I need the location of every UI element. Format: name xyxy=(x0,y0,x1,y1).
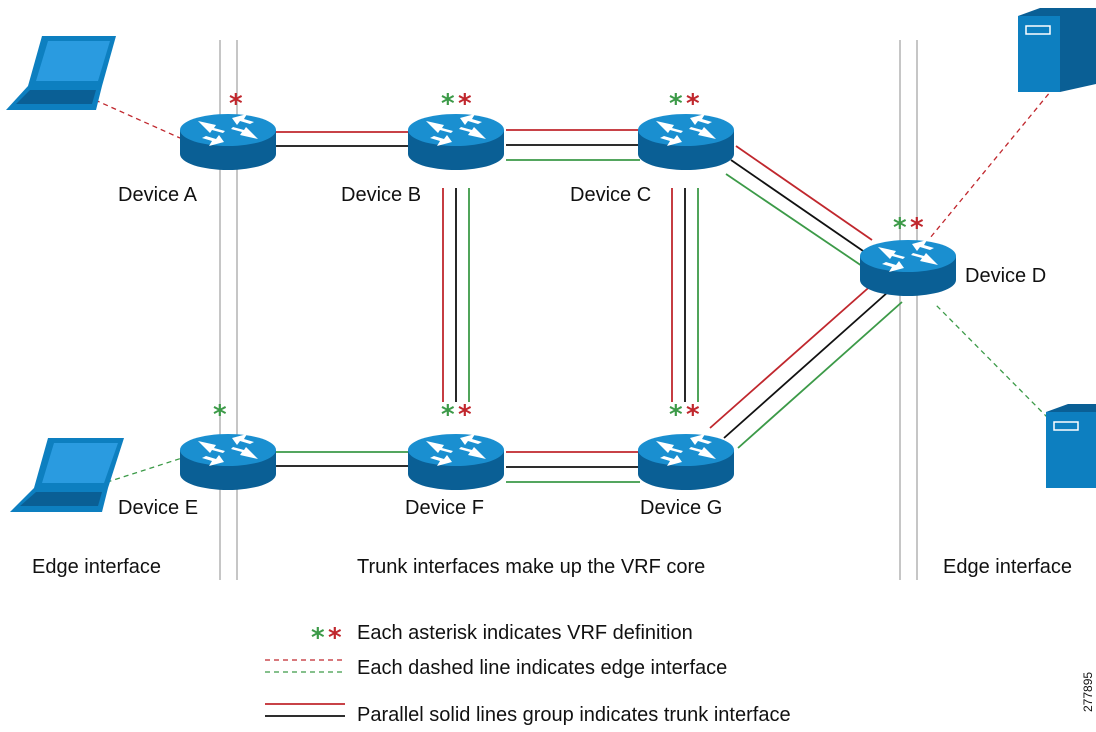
edge-link-server-bottom-d xyxy=(934,303,1049,419)
legend-asterisk-red: * xyxy=(328,623,342,653)
asterisk-green-b: * xyxy=(441,89,455,119)
device-label-a: Device A xyxy=(118,184,198,206)
asterisk-green-d: * xyxy=(893,213,907,243)
routers xyxy=(180,114,956,490)
router-icon-d xyxy=(860,240,956,296)
device-label-d: Device D xyxy=(965,265,1046,287)
region-labels: Edge interface Trunk interfaces make up … xyxy=(32,556,1072,578)
device-label-g: Device G xyxy=(640,497,722,519)
vrf-asterisks: * * * * * * * * * * * * xyxy=(213,89,924,430)
trunk-a-b xyxy=(276,131,410,147)
trunk-links xyxy=(276,129,903,483)
legend-dashed-text: Each dashed line indicates edge interfac… xyxy=(357,657,727,679)
asterisk-green-f: * xyxy=(441,400,455,430)
trunk-b-f xyxy=(442,188,470,402)
divider-lines xyxy=(219,40,918,580)
asterisk-green-g: * xyxy=(669,400,683,430)
legend-solid-text: Parallel solid lines group indicates tru… xyxy=(357,704,791,726)
asterisk-red-g: * xyxy=(686,400,700,430)
laptop-icon-bottom xyxy=(10,438,124,512)
edge-links xyxy=(94,79,1061,486)
right-edge-label: Edge interface xyxy=(943,556,1072,578)
core-label: Trunk interfaces make up the VRF core xyxy=(357,556,705,578)
trunk-c-d xyxy=(725,145,873,267)
legend-asterisk-text: Each asterisk indicates VRF definition xyxy=(357,622,693,644)
device-labels: Device A Device B Device C Device D Devi… xyxy=(118,184,1046,519)
legend-asterisk-green: * xyxy=(311,623,325,653)
left-edge-label: Edge interface xyxy=(32,556,161,578)
trunk-b-c xyxy=(506,129,640,161)
trunk-f-g xyxy=(506,451,640,483)
device-label-c: Device C xyxy=(570,184,651,206)
device-label-e: Device E xyxy=(118,497,198,519)
asterisk-green-e: * xyxy=(213,400,227,430)
asterisk-red-a: * xyxy=(229,89,243,119)
router-icon-e xyxy=(180,434,276,490)
trunk-c-g xyxy=(671,188,699,402)
asterisk-red-d: * xyxy=(910,213,924,243)
server-icon-bottom xyxy=(1046,404,1096,488)
laptop-icon-top xyxy=(6,36,116,110)
asterisk-green-c: * xyxy=(669,89,683,119)
trunk-e-f xyxy=(276,451,410,467)
legend: * * Each asterisk indicates VRF definiti… xyxy=(265,622,791,726)
router-icon-b xyxy=(408,114,504,170)
figure-number: 277895 xyxy=(1081,672,1095,712)
server-icon-top xyxy=(1018,8,1096,92)
asterisk-red-f: * xyxy=(458,400,472,430)
edge-link-laptop-e xyxy=(97,457,183,486)
device-label-f: Device F xyxy=(405,497,484,519)
router-icon-a xyxy=(180,114,276,170)
asterisk-red-c: * xyxy=(686,89,700,119)
asterisk-red-b: * xyxy=(458,89,472,119)
router-icon-g xyxy=(638,434,734,490)
trunk-g-d xyxy=(709,281,903,449)
edge-link-server-top-d xyxy=(929,79,1061,239)
device-label-b: Device B xyxy=(341,184,421,206)
edge-link-laptop-a xyxy=(94,99,181,139)
router-icon-c xyxy=(638,114,734,170)
router-icon-f xyxy=(408,434,504,490)
